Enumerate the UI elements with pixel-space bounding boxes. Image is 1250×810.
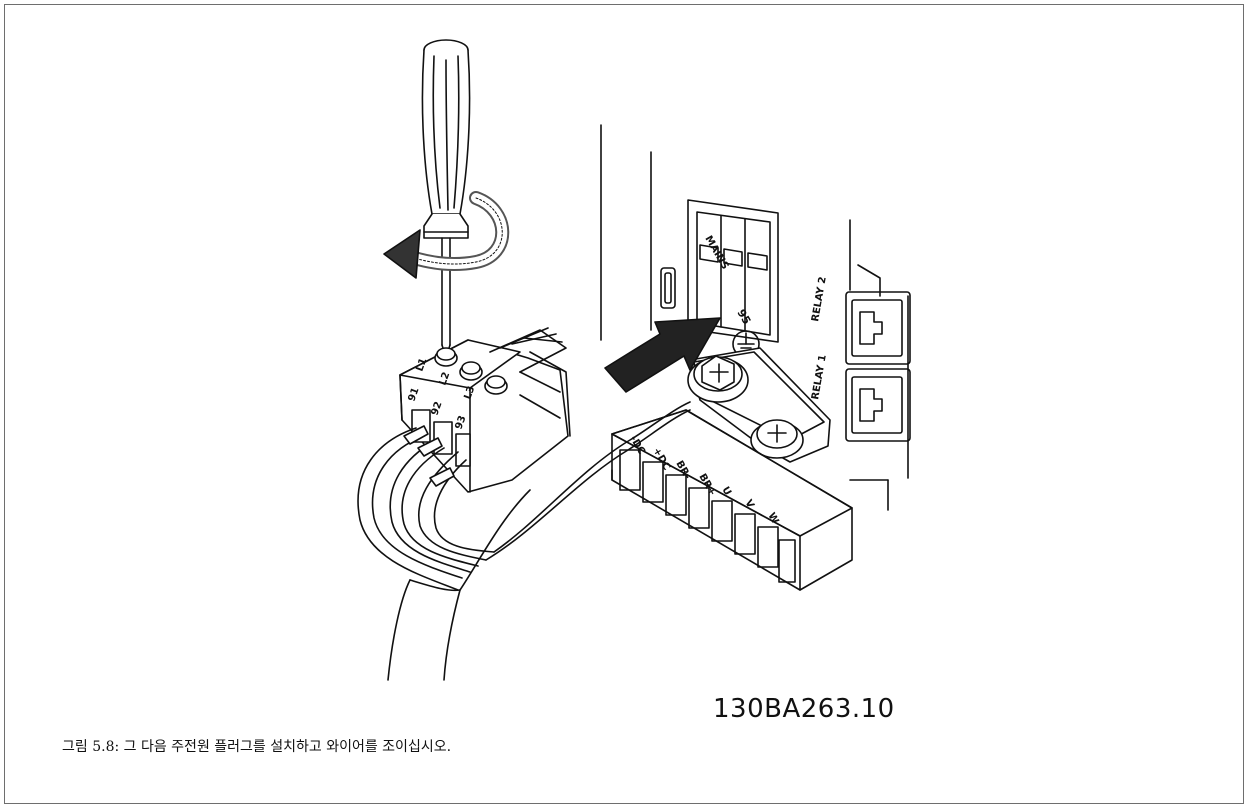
plug-front-label: 91 xyxy=(406,386,421,403)
figure-caption: 그림 5.8: 그 다음 주전원 플러그를 설치하고 와이어를 조이십시오. xyxy=(62,739,452,755)
rotate-arrow-icon xyxy=(384,198,502,278)
ground-clamp xyxy=(688,348,830,462)
drive-chassis xyxy=(601,125,908,510)
relay-2-label: RELAY 2 xyxy=(810,276,829,323)
screwdriver-icon xyxy=(422,40,469,358)
ground-terminal-label: 95 xyxy=(734,307,753,327)
terminal-label: +DC xyxy=(650,446,672,472)
insert-direction-arrow-icon xyxy=(605,318,720,392)
mains-label: MAINS xyxy=(702,234,730,272)
plug-top-label: L3 xyxy=(462,385,477,401)
relay-1-label: RELAY 1 xyxy=(810,354,829,401)
mains-plug: L1 L2 L3 91 92 93 xyxy=(400,328,570,492)
mains-cable xyxy=(358,402,690,680)
terminal-label: BR- xyxy=(673,459,692,481)
plug-top-label: L1 xyxy=(414,357,429,373)
figure-frame xyxy=(4,4,1244,804)
plug-top-label: L2 xyxy=(437,371,452,387)
terminal-label: W xyxy=(765,511,780,526)
terminal-label: -DC xyxy=(627,434,646,457)
terminal-label: U xyxy=(719,485,733,498)
drawing-id: 130BA263.10 xyxy=(713,694,895,724)
terminal-label: BR+ xyxy=(696,472,717,498)
plug-front-label: 92 xyxy=(429,400,444,417)
plug-front-label: 93 xyxy=(453,414,468,431)
